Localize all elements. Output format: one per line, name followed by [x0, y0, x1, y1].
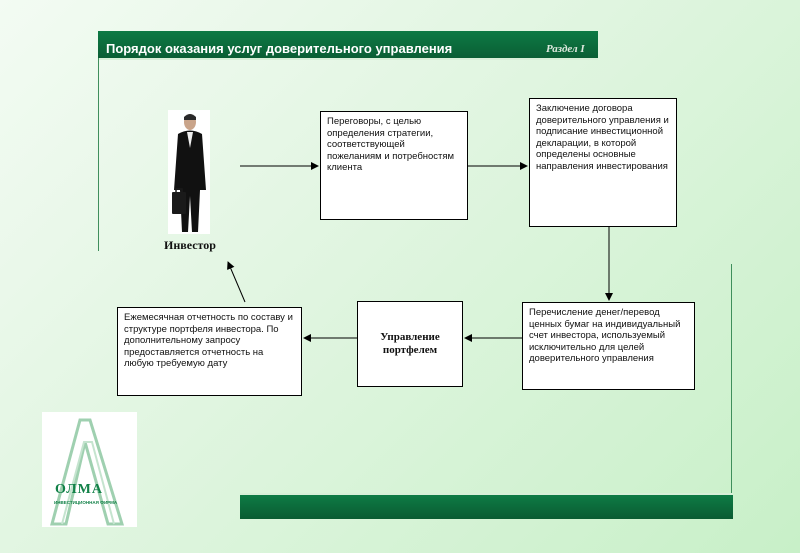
logo-name: ОЛМА [55, 482, 103, 497]
olma-logo: ОЛМА ИНВЕСТИЦИОННАЯ ФИРМА [42, 412, 137, 527]
frame-line-right [731, 264, 732, 494]
section-label: Раздел I [546, 43, 585, 55]
contract-box: Заключение договора доверительного управ… [529, 98, 677, 227]
arrow-reporting-to-investor [227, 261, 246, 303]
reporting-box: Ежемесячная отчетность по составу и стру… [117, 307, 302, 396]
negotiations-box: Переговоры, с целью определения стратеги… [320, 111, 468, 220]
header-bar: Порядок оказания услуг доверительного уп… [98, 31, 598, 60]
olma-logo-icon [50, 418, 125, 526]
investor-label: Инвестор [164, 238, 216, 252]
footer-bar [240, 493, 733, 519]
page-title: Порядок оказания услуг доверительного уп… [106, 41, 453, 56]
portfolio-management-box: Управление портфелем [357, 301, 463, 387]
businessman-icon [168, 110, 210, 234]
logo-subtitle: ИНВЕСТИЦИОННАЯ ФИРМА [54, 500, 118, 505]
frame-line-left [98, 58, 99, 251]
transfer-box: Перечисление денег/перевод ценных бумаг … [522, 302, 695, 390]
